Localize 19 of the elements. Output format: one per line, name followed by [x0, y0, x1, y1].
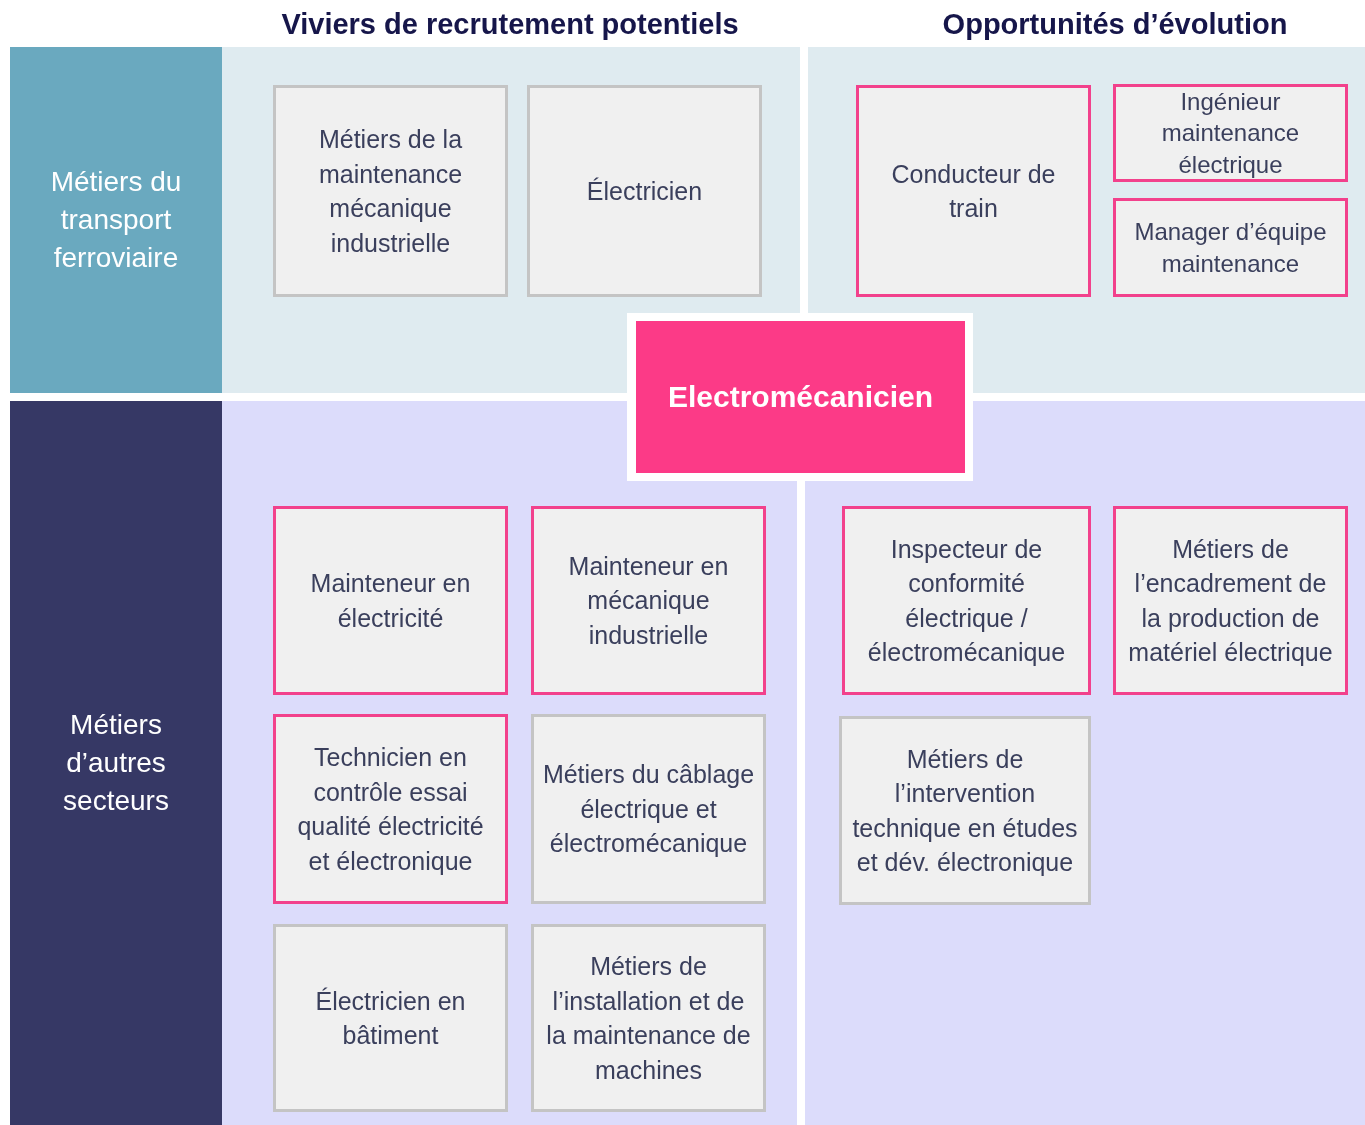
job-box: Métiers de la maintenance mécanique industrielle	[273, 85, 508, 297]
job-box: Inspecteur de conformité électrique / électromécanique	[842, 506, 1091, 695]
job-box: Métiers de l’encadrement de la production de matériel électrique	[1113, 506, 1348, 695]
row-header: Métiers d’autres secteurs	[10, 401, 222, 1125]
job-box: Ingénieur maintenance électrique	[1113, 84, 1348, 182]
row-header: Métiers du transport ferroviaire	[10, 47, 222, 393]
job-box: Métiers du câblage électrique et électromécanique	[531, 714, 766, 904]
job-box: Technicien en contrôle essai qualité électricité et électronique	[273, 714, 508, 904]
job-box: Électricien en bâtiment	[273, 924, 508, 1112]
job-box: Électricien	[527, 85, 762, 297]
job-box: Mainteneur en mécanique industrielle	[531, 506, 766, 695]
column-heading: Viviers de recrutement potentiels	[280, 8, 740, 42]
central-job-box: Electromécanicien	[636, 321, 965, 473]
job-box: Métiers de l’installation et de la maintenance de machines	[531, 924, 766, 1112]
job-box: Métiers de l’intervention technique en études et dév. électronique	[839, 716, 1091, 905]
job-box: Manager d’équipe maintenance	[1113, 198, 1348, 297]
job-box: Mainteneur en électricité	[273, 506, 508, 695]
job-box: Conducteur de train	[856, 85, 1091, 297]
column-heading: Opportunités d’évolution	[941, 8, 1289, 42]
